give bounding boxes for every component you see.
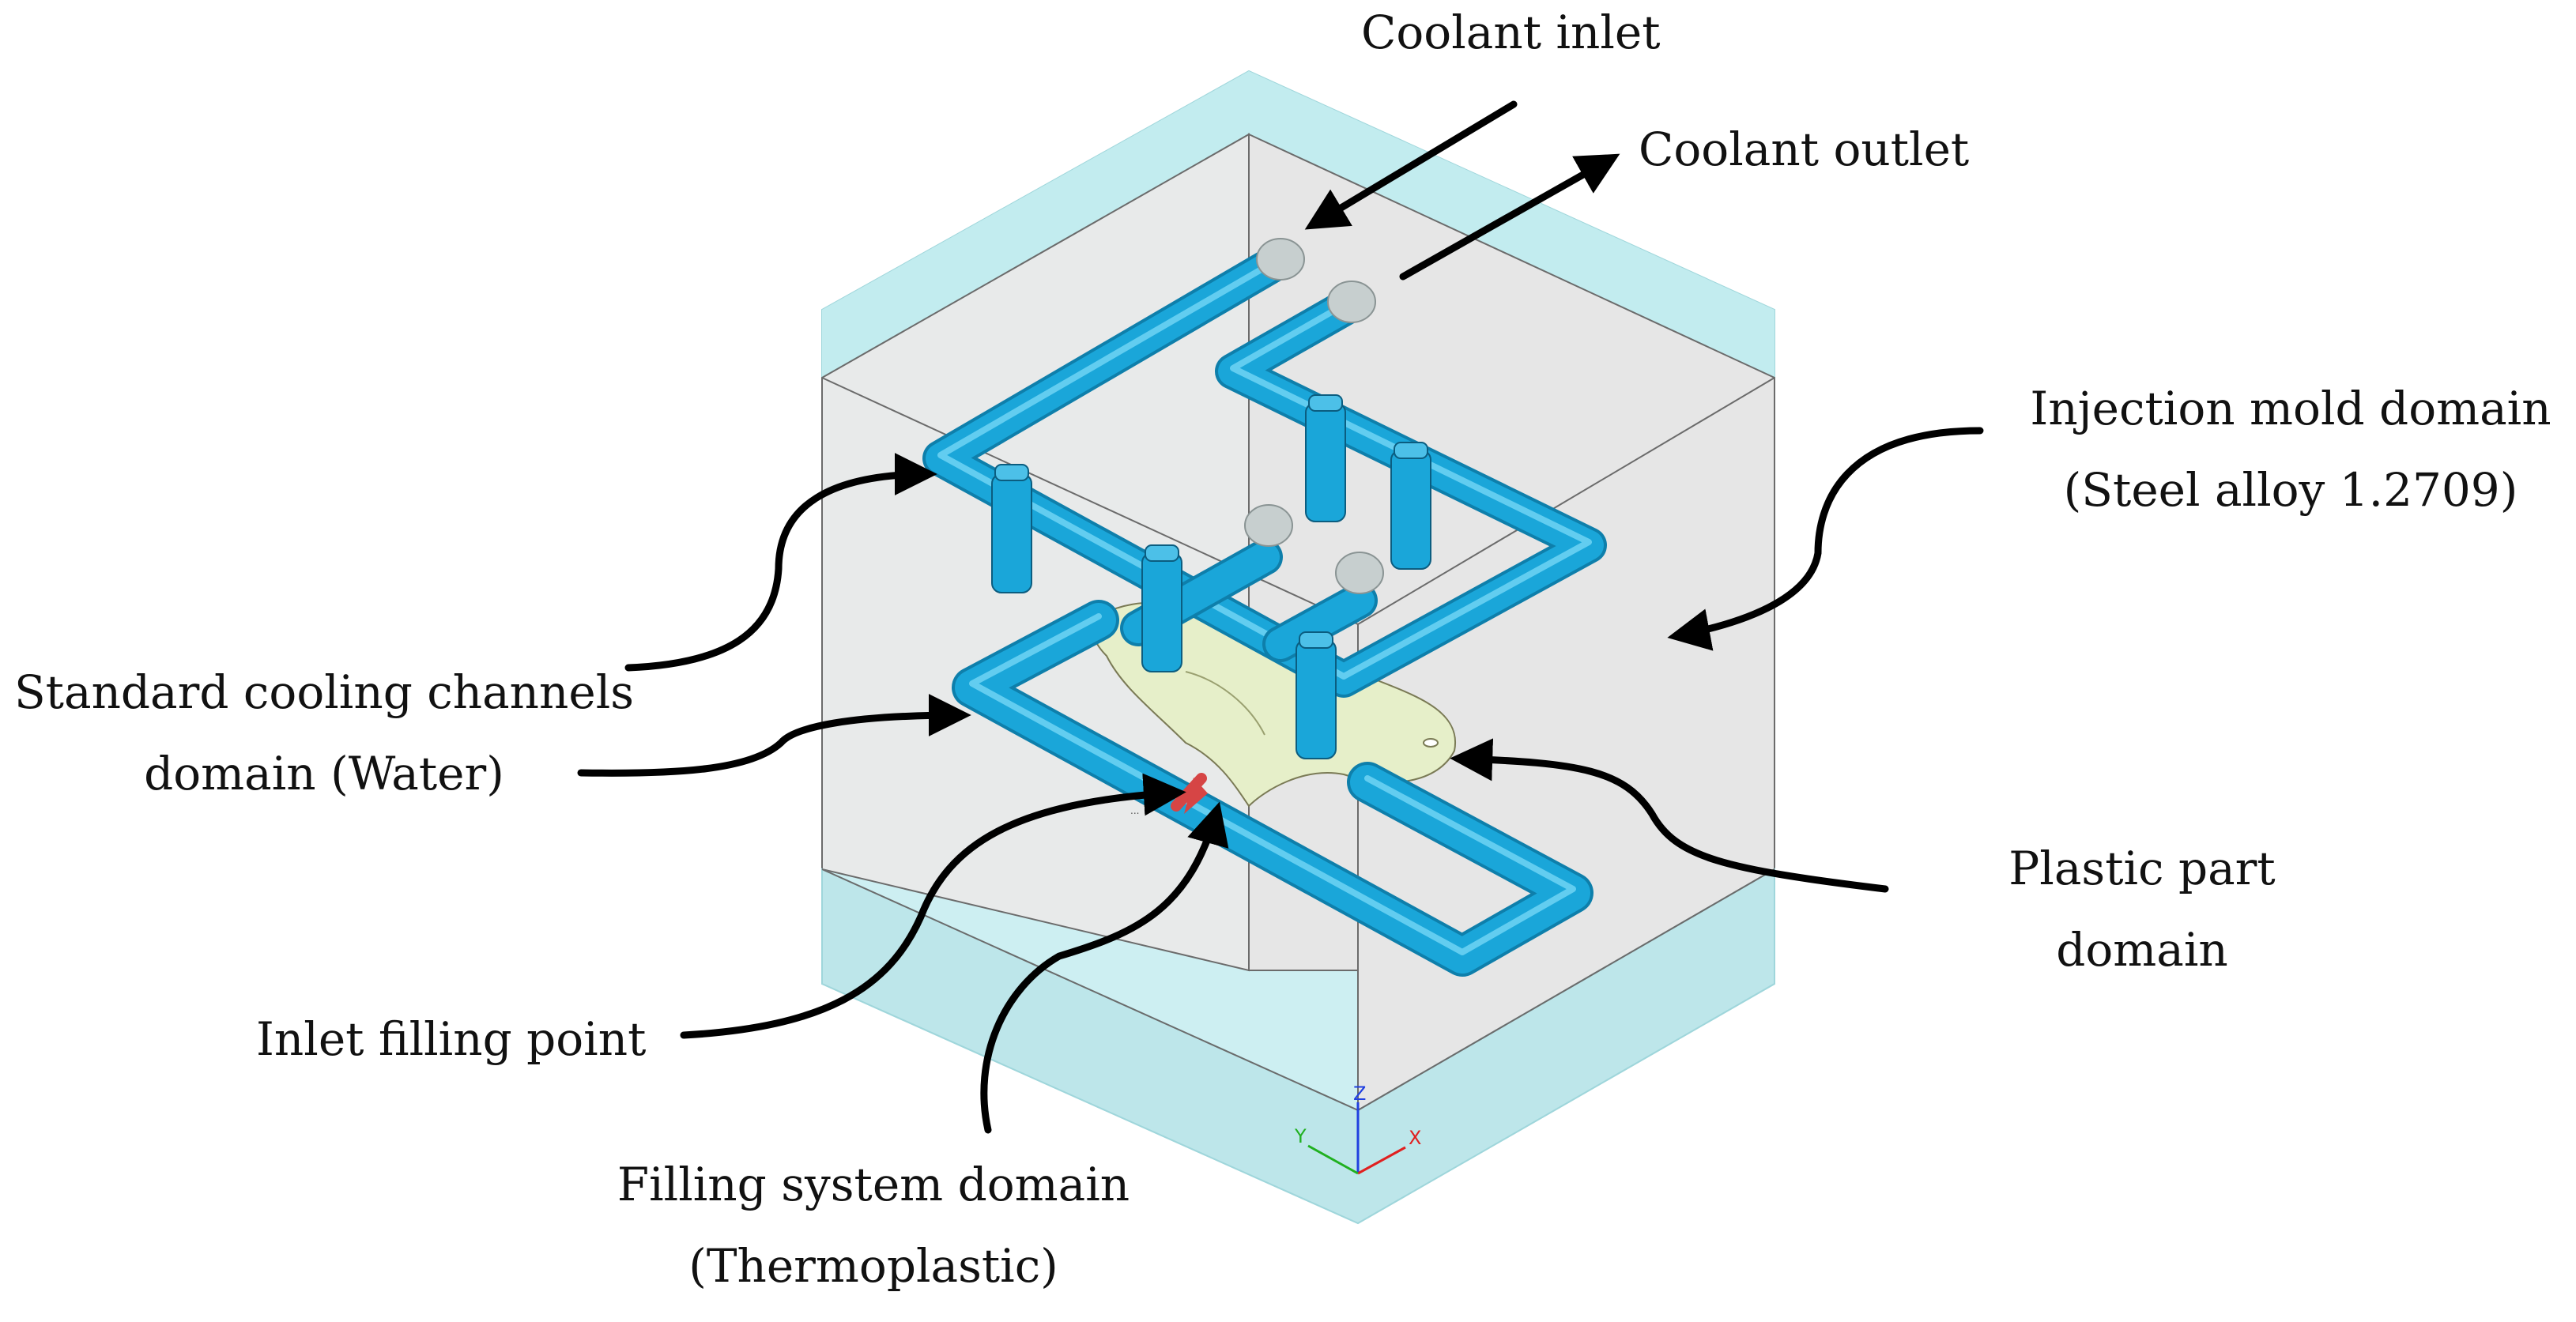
label-cooling-line1: Standard cooling channels: [13, 665, 635, 719]
cooling-baffles: [991, 394, 1431, 759]
label-plastic-line1: Plastic part: [2008, 842, 2276, 895]
label-coolant-inlet: Coolant inlet: [1361, 6, 1661, 59]
arrow-coolant-inlet: [1304, 100, 1518, 230]
label-cooling-line2: domain (Water): [144, 747, 504, 801]
label-filling-system-domain: Filling system domain (Thermoplastic): [585, 1144, 1162, 1307]
axis-triad: Z X Y: [1294, 1083, 1421, 1175]
arrow-coolant-outlet: [1399, 153, 1620, 281]
arrow-cooling-lower: [577, 694, 971, 777]
axis-z-label: Z: [1353, 1083, 1366, 1105]
arrow-cooling-upper: [624, 453, 937, 672]
upper-cooling-channel: [922, 243, 1607, 698]
axis-x-label: X: [1409, 1127, 1421, 1149]
callout-arrows: [577, 100, 1984, 1134]
label-filling-line1: Filling system domain: [617, 1158, 1130, 1211]
label-cooling-channels-domain: Standard cooling channels domain (Water): [8, 652, 640, 815]
label-injection-mold-domain: Injection mold domain (Steel alloy 1.270…: [2014, 368, 2567, 531]
arrow-plastic-part: [1450, 738, 1889, 893]
label-filling-line2: (Thermoplastic): [688, 1239, 1058, 1294]
mold-top-plate: [822, 71, 1775, 378]
label-inlet-filling-point: Inlet filling point: [256, 1012, 647, 1066]
mold-inner-box-left-face: [821, 133, 1250, 972]
arrow-filling-system: [980, 801, 1229, 1134]
lower-cooling-channel: [952, 600, 1593, 977]
pipe-fittings: [1244, 238, 1384, 594]
label-plastic-line2: domain: [2056, 923, 2228, 977]
arrow-inlet-filling: [680, 773, 1186, 1039]
label-mold-line1: Injection mold domain: [2030, 382, 2551, 435]
label-mold-line2: (Steel alloy 1.2709): [2063, 463, 2518, 518]
label-plastic-part-domain: Plastic part domain: [2000, 828, 2284, 991]
arrow-mold-domain: [1667, 427, 1984, 651]
label-coolant-outlet: Coolant outlet: [1639, 122, 1970, 176]
svg-text:...: ...: [1130, 805, 1139, 816]
axis-y-label: Y: [1294, 1125, 1307, 1147]
